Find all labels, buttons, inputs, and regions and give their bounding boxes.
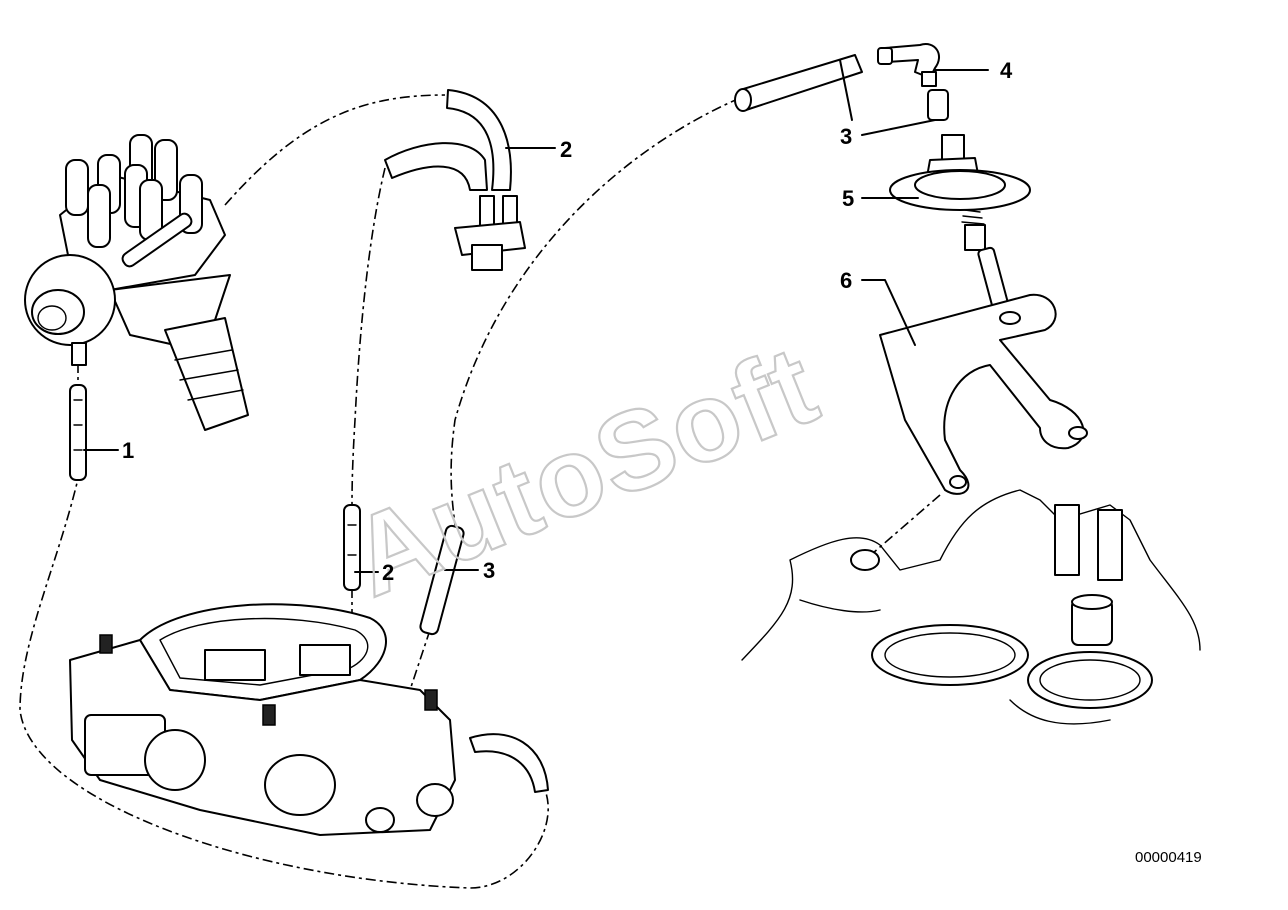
vacuum-switch: [454, 195, 526, 271]
callout-3-upper: 3: [840, 124, 852, 149]
routing-lines: [19, 94, 941, 889]
vacuum-hose-3-short: [419, 524, 465, 636]
callout-6: 6: [840, 268, 852, 293]
carburetor: [69, 603, 456, 836]
diagram-reference-number: 00000419: [1135, 849, 1202, 866]
callout-4: 4: [1000, 58, 1013, 83]
callout-labels: 1 2 2 3 3 4 5 6: [122, 58, 1013, 585]
vacuum-diaphragm-unit: [889, 134, 1031, 310]
carburetor-vacuum-hose: [469, 733, 549, 793]
callout-1: 1: [122, 438, 134, 463]
distributor-cap-towers: [65, 134, 203, 248]
curved-vacuum-hose-2: [384, 89, 512, 191]
intake-manifold: [741, 489, 1201, 725]
mounting-bracket: [879, 293, 1088, 495]
vacuum-hose-3-upper: [734, 54, 863, 112]
callout-5: 5: [842, 186, 854, 211]
callout-3-lower: 3: [483, 558, 495, 583]
ignition-distributor: [24, 134, 249, 431]
vacuum-hose-1: [69, 384, 87, 481]
elbow-fitting: [877, 43, 949, 121]
vacuum-hose-2-short: [343, 504, 361, 591]
callout-2-lower: 2: [382, 560, 394, 585]
leader-lines: [83, 59, 989, 573]
callout-2-upper: 2: [560, 137, 572, 162]
watermark: AutoSoft: [334, 321, 834, 620]
